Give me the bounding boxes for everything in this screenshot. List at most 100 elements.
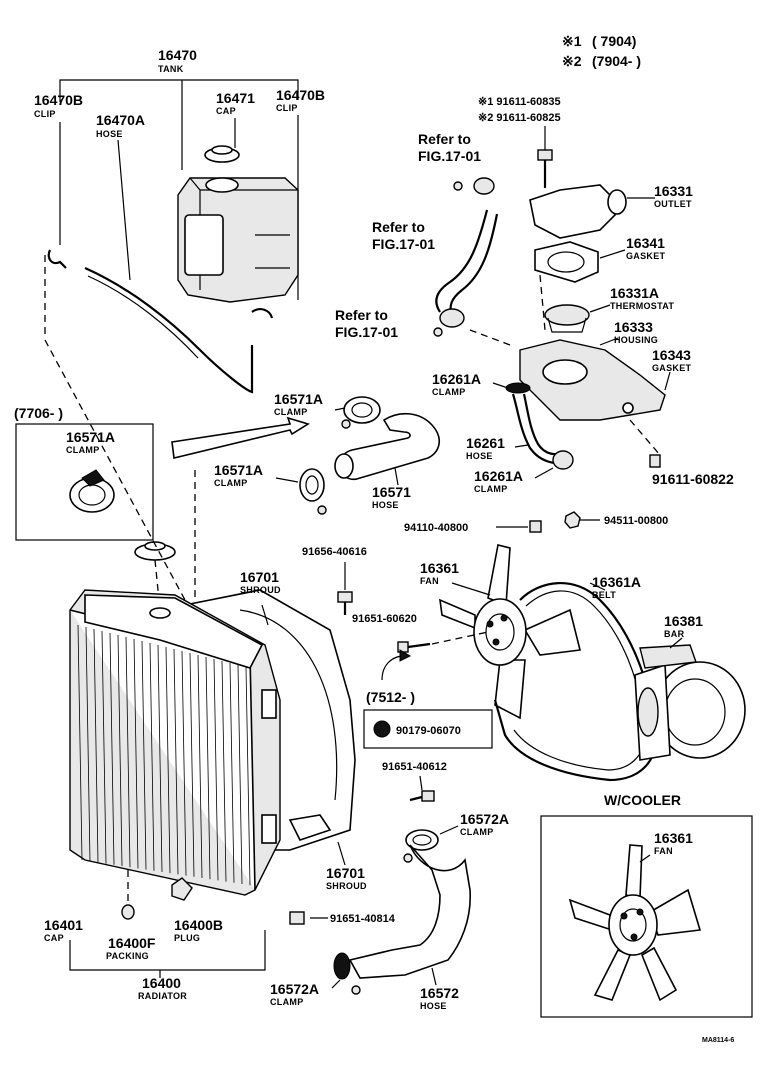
clip-left-number: 16470B — [34, 92, 83, 108]
clamp-bypass-bot-name: CLAMP — [474, 484, 508, 494]
thermostat-leader — [589, 304, 611, 313]
tank-group-bracket — [59, 79, 299, 102]
thermostat-name: THERMOSTAT — [610, 301, 674, 311]
radiator-fin-line — [181, 650, 187, 876]
bar-name: BAR — [664, 629, 685, 639]
bar-number: 16381 — [664, 613, 703, 629]
housing-name: HOUSING — [614, 335, 658, 345]
fan-blade-top — [487, 544, 511, 607]
shroud-ring — [239, 609, 338, 801]
cooler-fan-blade-top — [625, 844, 643, 899]
belt-number: 16361A — [592, 574, 641, 590]
clamp-upper-top-leader — [334, 407, 346, 411]
gasket-outlet-hole — [547, 251, 585, 273]
shroud-top-leader — [261, 604, 269, 626]
hose-upper-number: 16571 — [372, 484, 411, 500]
clamp-upper-top-screw — [341, 419, 351, 429]
radiator-assembly: 16701 SHROUD 16701 SHROUD 16401 CAP 1640… — [44, 255, 367, 1001]
ref1-line2: FIG.17-01 — [418, 148, 481, 164]
bypass-clamp-bot-leader — [534, 467, 554, 479]
fan-leader — [451, 582, 491, 596]
tank-assembly: 16470 TANK 16470B CLIP 16470A HOSE 16471… — [34, 47, 325, 394]
nut-b-icon — [564, 511, 581, 529]
radiator-number: 16400 — [142, 975, 181, 991]
radiator-fin-line — [165, 646, 171, 874]
radiator-bracket-upper — [261, 689, 277, 719]
bolt-shroud-bot-icon — [289, 911, 305, 925]
housing-number: 16333 — [614, 319, 653, 335]
clamp-upper-mid-icon — [299, 468, 325, 502]
variant-2-range: (7904- ) — [592, 53, 641, 69]
ref1-line1: Refer to — [418, 131, 471, 147]
washer-number: 90179-06070 — [396, 725, 461, 737]
radiator-fin-line — [157, 644, 163, 873]
fan-hub-icon — [473, 598, 527, 666]
clamp-upper-mid-number: 16571A — [214, 462, 263, 478]
shroud-bolts: 91656-40616 91651-40612 91651-40814 — [289, 546, 447, 925]
cooler-frame — [540, 815, 753, 1018]
washer-frame — [363, 709, 493, 749]
washer-icon — [373, 720, 391, 738]
hose-tank-leader — [117, 139, 131, 281]
clamp-lower-top-name: CLAMP — [460, 827, 494, 837]
radiator-fin-line — [77, 624, 83, 861]
clip-right-number: 16470B — [276, 87, 325, 103]
hose-lower-number: 16572 — [420, 985, 459, 1001]
lower-hose-leader — [431, 967, 437, 986]
housing-bolt-icon — [649, 454, 661, 468]
radiator-fin-line — [101, 630, 107, 864]
bolt-shroud-top-number: 91656-40616 — [302, 546, 367, 558]
radiator-fins — [77, 624, 251, 886]
gasket-outlet-icon — [534, 241, 599, 283]
bypass-clamp-top-icon — [505, 382, 531, 394]
clamp-lower-top-number: 16572A — [460, 811, 509, 827]
nut-a-icon — [529, 520, 542, 533]
belt-name: BELT — [592, 590, 616, 600]
clamp-box-name: CLAMP — [66, 445, 100, 455]
fan-blade-right — [523, 608, 581, 656]
overflow-hose-inner — [87, 275, 199, 359]
tank-number: 16470 — [158, 47, 197, 63]
clamp-lower-top-screw — [403, 853, 413, 863]
fan-blade-bottom — [494, 659, 526, 720]
bolt-shroud-mid-number: 91651-40612 — [382, 761, 447, 773]
clamp-lower-bot-icon — [333, 952, 351, 980]
radiator-outlet-pipe — [288, 814, 332, 841]
overflow-hose — [84, 266, 254, 394]
packing-number: 16400F — [108, 935, 156, 951]
bolt-housing-number: 91611-60822 — [652, 471, 734, 487]
clamp-lower-bot-name: CLAMP — [270, 997, 304, 1007]
packing-icon — [121, 904, 135, 920]
bypass-clamp-top-leader — [492, 382, 509, 389]
hose-bypass-name: HOSE — [466, 451, 493, 461]
refer-hoses: Refer to FIG.17-01 Refer to FIG.17-01 Re… — [335, 131, 499, 340]
clamp-upper-top-icon — [343, 396, 381, 424]
fan-hub-hole-3 — [492, 638, 500, 646]
belt-inner — [513, 590, 646, 771]
clamp-upper-mid-name: CLAMP — [214, 478, 248, 488]
clip-left-icon — [47, 249, 67, 269]
housing-icon — [519, 339, 666, 421]
upper-hose-end — [334, 453, 354, 479]
fan-number: 16361 — [420, 560, 459, 576]
box-clamp-range: (7706- ) — [14, 405, 63, 421]
heater-hose-inner — [449, 213, 499, 319]
nut-a-number: 94110-40800 — [404, 522, 468, 534]
alternator-pulley — [637, 687, 659, 737]
cooler-fan-hub-icon — [608, 894, 658, 956]
clamp-lower-bot-number: 16572A — [270, 981, 319, 997]
radiator-fin-line — [229, 662, 235, 883]
radiator-fin-line — [109, 632, 115, 865]
tank-name: TANK — [158, 64, 184, 74]
shroud-bot-number: 16701 — [326, 865, 365, 881]
hose-lower-name: HOSE — [420, 1001, 447, 1011]
outlet-port — [607, 189, 627, 215]
thermostat-number: 16331A — [610, 285, 659, 301]
radiator-fin-line — [125, 636, 131, 868]
tank-to-rad-dash — [44, 339, 186, 601]
bypass-hose-assembly: 16261A CLAMP 16261 HOSE 16261A CLAMP — [432, 371, 574, 494]
gasket-housing-number: 16343 — [652, 347, 691, 363]
clamp-bypass-bot-number: 16261A — [474, 468, 523, 484]
housing-leader — [599, 337, 619, 346]
hose-bypass-number: 16261 — [466, 435, 505, 451]
